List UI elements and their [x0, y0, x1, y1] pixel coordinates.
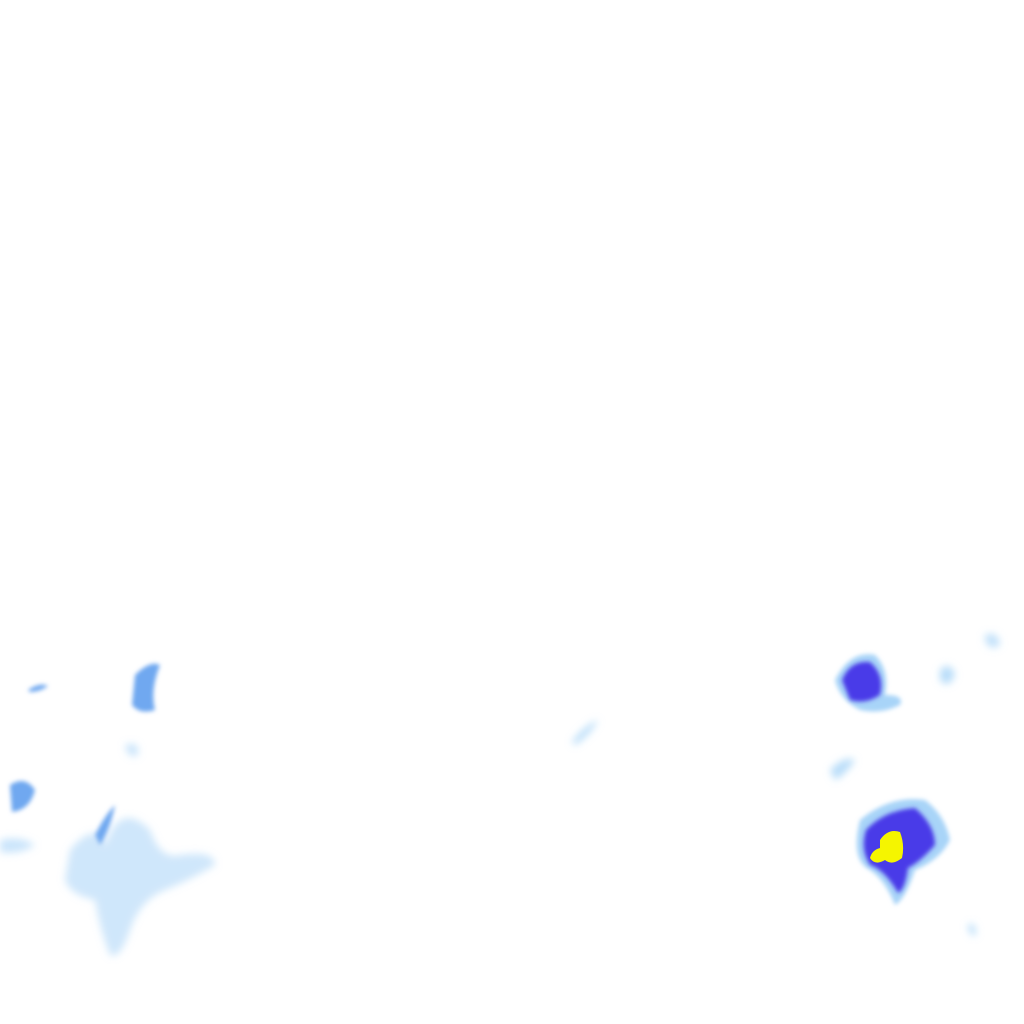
precip-cell-intense [870, 831, 904, 863]
precip-cell [985, 633, 1000, 648]
precip-cell [0, 838, 35, 853]
precip-cell [125, 743, 139, 757]
precip-cell [28, 684, 48, 692]
precip-cell [132, 663, 160, 712]
precip-cell [572, 720, 598, 745]
precip-cell [830, 758, 855, 780]
precip-cell [968, 923, 976, 936]
precip-cell [10, 781, 35, 812]
precip-cell [65, 818, 215, 956]
precip-cell [95, 805, 115, 845]
precip-cell [940, 666, 955, 684]
precip-cells-light [0, 633, 1000, 956]
precip-cell [842, 661, 882, 702]
